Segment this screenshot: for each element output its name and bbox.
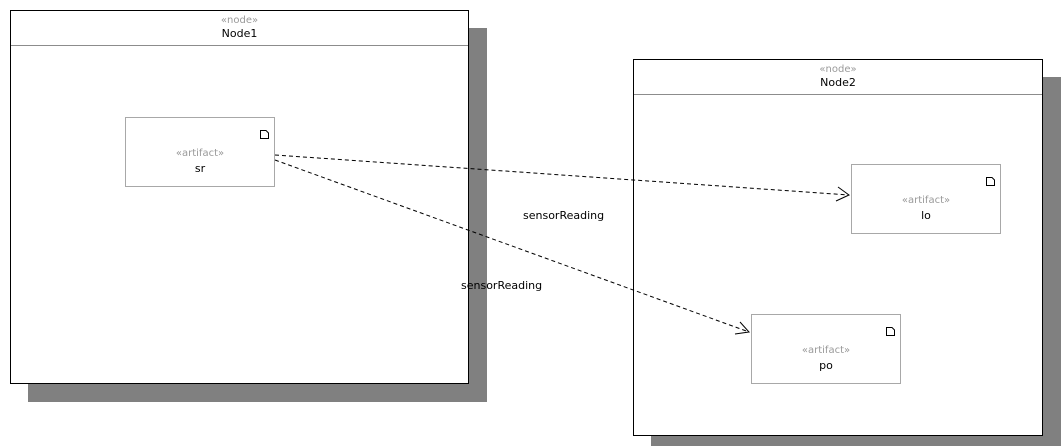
- artifact-sr-stereotype: «artifact»: [175, 148, 225, 159]
- node1[interactable]: «node» Node1: [10, 10, 469, 384]
- artifact-po-stereotype: «artifact»: [801, 345, 851, 356]
- node2-stereotype: «node»: [819, 64, 857, 75]
- node2-name: Node2: [820, 76, 856, 89]
- node1-name: Node1: [221, 27, 258, 40]
- edge-label-sr-lo: sensorReading: [523, 209, 605, 222]
- edge-label-sr-po: sensorReading: [461, 279, 543, 292]
- artifact-lo[interactable]: «artifact» lo: [851, 164, 1001, 234]
- artifact-sr[interactable]: «artifact» sr: [125, 117, 275, 187]
- node2-header: «node» Node2: [634, 60, 1042, 95]
- artifact-po-name: po: [819, 359, 833, 372]
- artifact-document-icon: [260, 130, 269, 139]
- artifact-document-icon: [886, 327, 895, 336]
- artifact-document-icon: [986, 177, 995, 186]
- artifact-po[interactable]: «artifact» po: [751, 314, 901, 384]
- artifact-sr-name: sr: [194, 162, 206, 175]
- artifact-lo-stereotype: «artifact»: [901, 195, 951, 206]
- node1-stereotype: «node»: [220, 15, 259, 26]
- node1-header: «node» Node1: [11, 11, 468, 46]
- artifact-lo-name: lo: [921, 209, 931, 222]
